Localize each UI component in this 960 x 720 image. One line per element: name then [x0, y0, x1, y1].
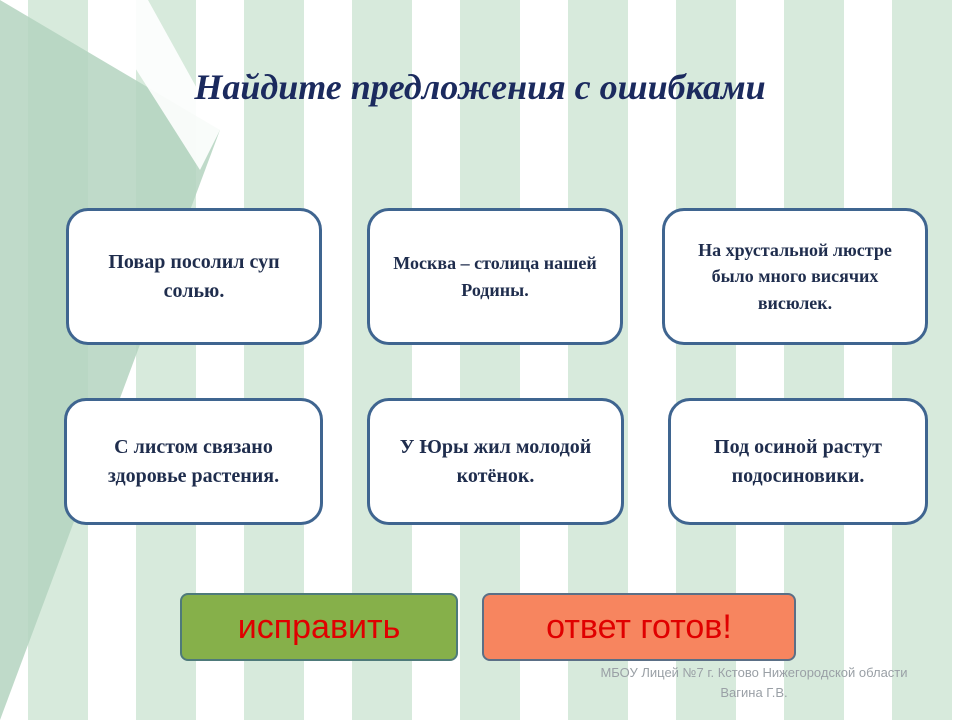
- sentence-card-1[interactable]: Повар посолил суп солью.: [66, 208, 322, 345]
- sentence-text: Повар посолил суп солью.: [108, 250, 280, 302]
- fix-button[interactable]: исправить: [180, 593, 458, 661]
- footer-line-school: МБОУ Лицей №7 г. Кстово Нижегородской об…: [600, 665, 908, 680]
- sentence-card-6[interactable]: Под осиной растут подосиновики.: [668, 398, 928, 525]
- sentence-text: С листом связано здоровье растения.: [107, 435, 280, 487]
- footer-line-author: Вагина Г.В.: [720, 685, 788, 700]
- sentence-text: У Юры жил молодой котёнок.: [399, 435, 592, 487]
- sentence-card-2[interactable]: Москва – столица нашей Родины.: [367, 208, 623, 345]
- answer-ready-button[interactable]: ответ готов!: [482, 593, 796, 661]
- sentence-card-3[interactable]: На хрустальной люстре было много висячих…: [662, 208, 928, 345]
- sentence-text: Москва – столица нашей Родины.: [393, 253, 597, 300]
- sentence-card-5[interactable]: У Юры жил молодой котёнок.: [367, 398, 624, 525]
- footer-credit: МБОУ Лицей №7 г. Кстово Нижегородской об…: [540, 663, 960, 703]
- sentence-card-4[interactable]: С листом связано здоровье растения.: [64, 398, 323, 525]
- sentence-text: Под осиной растут подосиновики.: [714, 435, 882, 487]
- sentence-text: На хрустальной люстре было много висячих…: [698, 240, 892, 313]
- slide-title: Найдите предложения с ошибками: [194, 67, 766, 107]
